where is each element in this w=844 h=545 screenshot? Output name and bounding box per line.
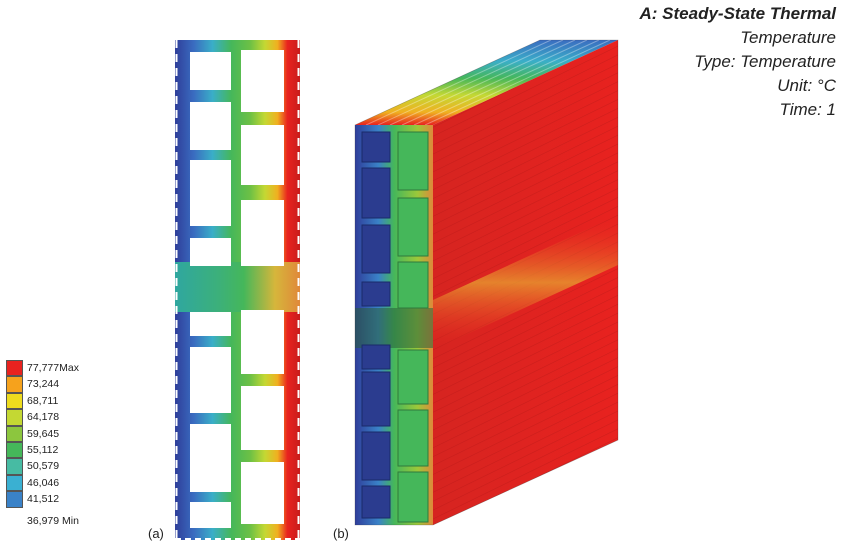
caption-b: (b)	[333, 526, 349, 541]
legend-label: 55,112	[27, 443, 59, 456]
cavities-right	[241, 50, 284, 524]
cross-section-a	[175, 40, 300, 540]
cavities-left	[190, 52, 231, 528]
legend-label: 77,777Max	[27, 362, 79, 374]
legend-label: 64,178	[27, 411, 60, 424]
legend-swatch	[6, 458, 23, 475]
legend-swatch	[6, 474, 23, 492]
legend-swatch	[6, 441, 23, 459]
legend-label: 68,711	[27, 394, 59, 407]
front-mortar	[355, 308, 433, 348]
side-band	[433, 215, 618, 350]
legend-label: 59,645	[27, 427, 60, 440]
mortar-joint	[175, 262, 300, 312]
caption-a: (a)	[148, 526, 164, 541]
front-cavities-left	[361, 131, 391, 519]
legend-label: 73,244	[27, 378, 60, 391]
legend-label: 41,512	[27, 493, 60, 506]
legend-label: 46,046	[27, 476, 60, 489]
top-face	[355, 40, 618, 125]
front-cavities-right	[397, 131, 429, 523]
analysis-title: A: Steady-State Thermal	[639, 4, 837, 23]
block-3d-b	[354, 39, 619, 526]
legend-swatch	[6, 392, 23, 410]
legend-swatch	[6, 491, 23, 508]
result-name: Temperature	[740, 28, 836, 47]
result-time: Time: 1	[779, 100, 836, 119]
legend-label: 36,979 Min	[27, 514, 79, 527]
legend-swatch	[6, 425, 23, 442]
legend-swatch	[6, 376, 23, 393]
legend-swatch	[6, 409, 23, 426]
legend-swatch	[6, 360, 23, 377]
legend-label: 50,579	[27, 460, 60, 473]
result-title-block: A: Steady-State Thermal Temperature Type…	[640, 2, 837, 122]
result-type: Type: Temperature	[694, 52, 836, 71]
result-unit: Unit: °C	[777, 76, 836, 95]
